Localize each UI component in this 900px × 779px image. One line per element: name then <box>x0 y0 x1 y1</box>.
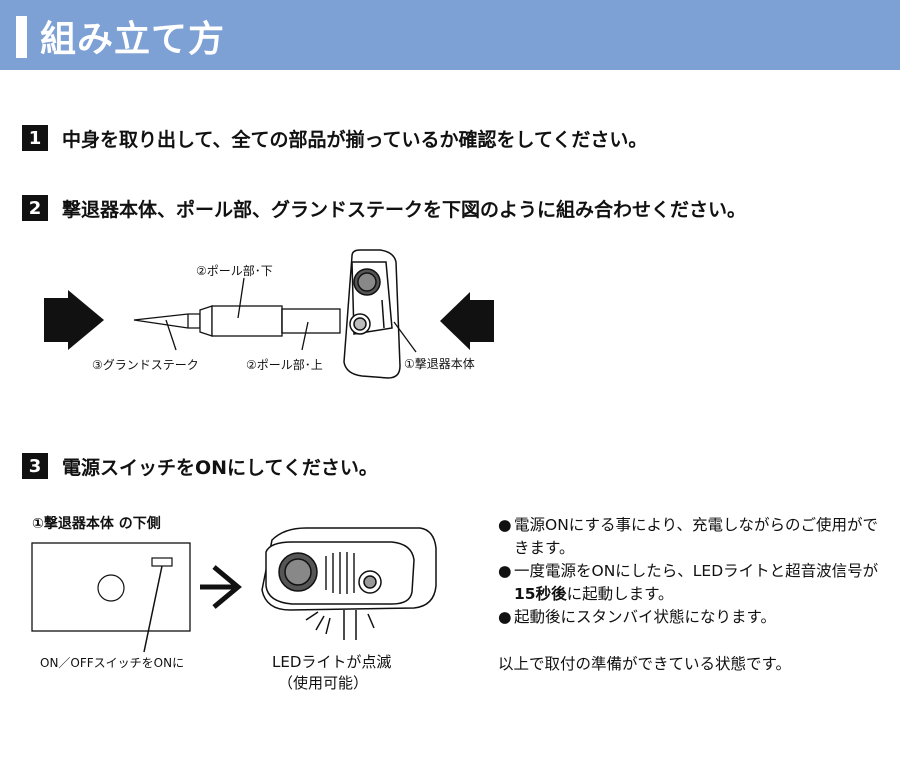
label-pole-upper: ②ポール部･上 <box>246 358 323 372</box>
led-status-line2: （使用可能） <box>278 674 369 692</box>
page-title: 組み立て方 <box>40 19 226 60</box>
led-flash-lines <box>305 611 375 635</box>
bullet-dot: ● <box>498 608 512 626</box>
repeller-body <box>343 249 401 379</box>
step-text: 撃退器本体、ポール部、グランドステークを下図のように組み合わせください。 <box>62 198 747 221</box>
switch-instruction: ON／OFFスイッチをONに <box>40 656 185 670</box>
header-accent-bar <box>16 16 27 58</box>
list-item: ● 一度電源をONにしたら、LEDライトと超音波信号が 15秒後に起動します。 <box>498 560 888 606</box>
step-3: 3 電源スイッチをONにしてください。 <box>22 452 378 480</box>
list-item: ● 電源ONにする事により、充電しながらのご使用ができます。 <box>498 514 888 560</box>
bullet-dot: ● <box>498 516 512 534</box>
underside-subtitle: ①撃退器本体 の下側 <box>32 516 161 532</box>
step-2: 2 撃退器本体、ポール部、グランドステークを下図のように組み合わせください。 <box>22 194 746 222</box>
push-arrow-left-icon <box>440 292 494 350</box>
step-text: 電源スイッチをONにしてください。 <box>62 456 378 479</box>
list-item: ● 起動後にスタンバイ状態になります。 <box>498 606 888 629</box>
note-emphasis: 15秒後 <box>514 585 567 603</box>
step-number: 1 <box>22 125 48 151</box>
ground-stake <box>133 305 213 337</box>
label-ground-stake: ③グランドステーク <box>92 358 199 372</box>
pole-lower <box>211 305 283 337</box>
repeller-led-illustration <box>261 527 437 640</box>
switch-diagram <box>31 542 191 653</box>
arrow-right-icon <box>212 565 242 609</box>
section-header: 組み立て方 <box>0 0 900 70</box>
leader-lines <box>165 277 417 353</box>
pole-upper <box>281 308 341 334</box>
note-text: 電源ONにする事により、充電しながらのご使用ができます。 <box>514 516 879 557</box>
step-number: 2 <box>22 195 48 221</box>
led-status-line1: LEDライトが点滅 <box>272 653 392 671</box>
note-text-pre: 一度電源をONにしたら、LEDライトと超音波信号が <box>514 562 879 580</box>
label-pole-lower: ②ポール部･下 <box>196 264 273 278</box>
notes-list: ● 電源ONにする事により、充電しながらのご使用ができます。 ● 一度電源をON… <box>498 514 888 629</box>
note-text: 一度電源をONにしたら、LEDライトと超音波信号が 15秒後に起動します。 <box>514 560 888 606</box>
label-repeller-body: ①撃退器本体 <box>404 357 475 371</box>
bullet-dot: ● <box>498 562 512 580</box>
note-text-post: に起動します。 <box>566 585 674 603</box>
assembly-diagram <box>44 249 494 379</box>
step-text: 中身を取り出して、全ての部品が揃っているか確認をしてください。 <box>62 128 648 151</box>
push-arrow-right-icon <box>44 290 104 350</box>
note-text: 起動後にスタンバイ状態になります。 <box>514 608 776 626</box>
step-1: 1 中身を取り出して、全ての部品が揃っているか確認をしてください。 <box>22 124 647 152</box>
closing-text: 以上で取付の準備ができている状態です。 <box>498 655 791 673</box>
step-number: 3 <box>22 453 48 479</box>
